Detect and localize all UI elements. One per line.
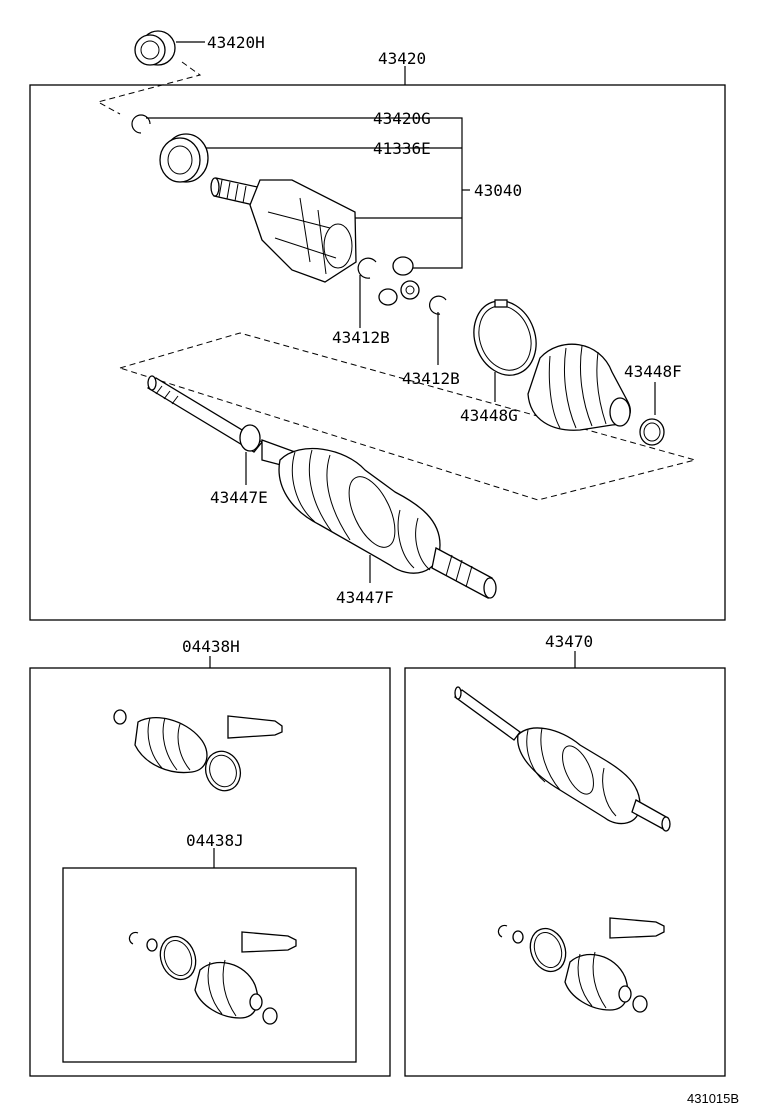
label-43040[interactable]: 43040 xyxy=(474,181,522,200)
frame-04438J xyxy=(62,867,357,1063)
dashed-group-shaft xyxy=(118,332,697,501)
label-43447F[interactable]: 43447F xyxy=(336,588,394,607)
shaft-assembly-43470-parts xyxy=(454,686,671,1013)
boot-inner-part xyxy=(527,343,631,431)
frame-43420 xyxy=(29,84,726,621)
kit-04438J-parts xyxy=(128,931,297,1025)
snap-ring-43412B-a-part xyxy=(357,257,377,279)
frame-43470 xyxy=(404,667,726,1077)
kit-04438H-parts xyxy=(113,709,283,792)
figure-id: 431015B xyxy=(687,1091,739,1106)
snap-ring-43420G-part xyxy=(131,114,151,134)
label-43448F[interactable]: 43448F xyxy=(624,362,682,381)
snap-ring-43412B-b-part xyxy=(429,295,447,315)
drive-shaft-part xyxy=(147,375,301,471)
label-43412B-b[interactable]: 43412B xyxy=(402,369,460,388)
clamp-43448G-part xyxy=(473,299,537,376)
tripod-part xyxy=(378,256,420,306)
label-43420H[interactable]: 43420H xyxy=(207,33,265,52)
label-43420G[interactable]: 43420G xyxy=(373,109,431,128)
frame-04438H xyxy=(29,667,391,1077)
seal-43420H-part xyxy=(134,30,176,66)
label-43447E[interactable]: 43447E xyxy=(210,488,268,507)
label-43448G[interactable]: 43448G xyxy=(460,406,518,425)
label-04438J[interactable]: 04438J xyxy=(186,831,244,850)
dashed-link-43420H xyxy=(96,61,202,115)
boot-outer-part xyxy=(278,447,497,599)
label-41336E[interactable]: 41336E xyxy=(373,139,431,158)
seal-41336E-part xyxy=(159,133,209,183)
label-43420[interactable]: 43420 xyxy=(378,49,426,68)
joint-housing-part xyxy=(210,177,357,283)
label-04438H[interactable]: 04438H xyxy=(182,637,240,656)
label-43470[interactable]: 43470 xyxy=(545,632,593,651)
clamp-43448F-part xyxy=(639,418,665,446)
label-43412B-a[interactable]: 43412B xyxy=(332,328,390,347)
leader-lines xyxy=(146,41,656,868)
